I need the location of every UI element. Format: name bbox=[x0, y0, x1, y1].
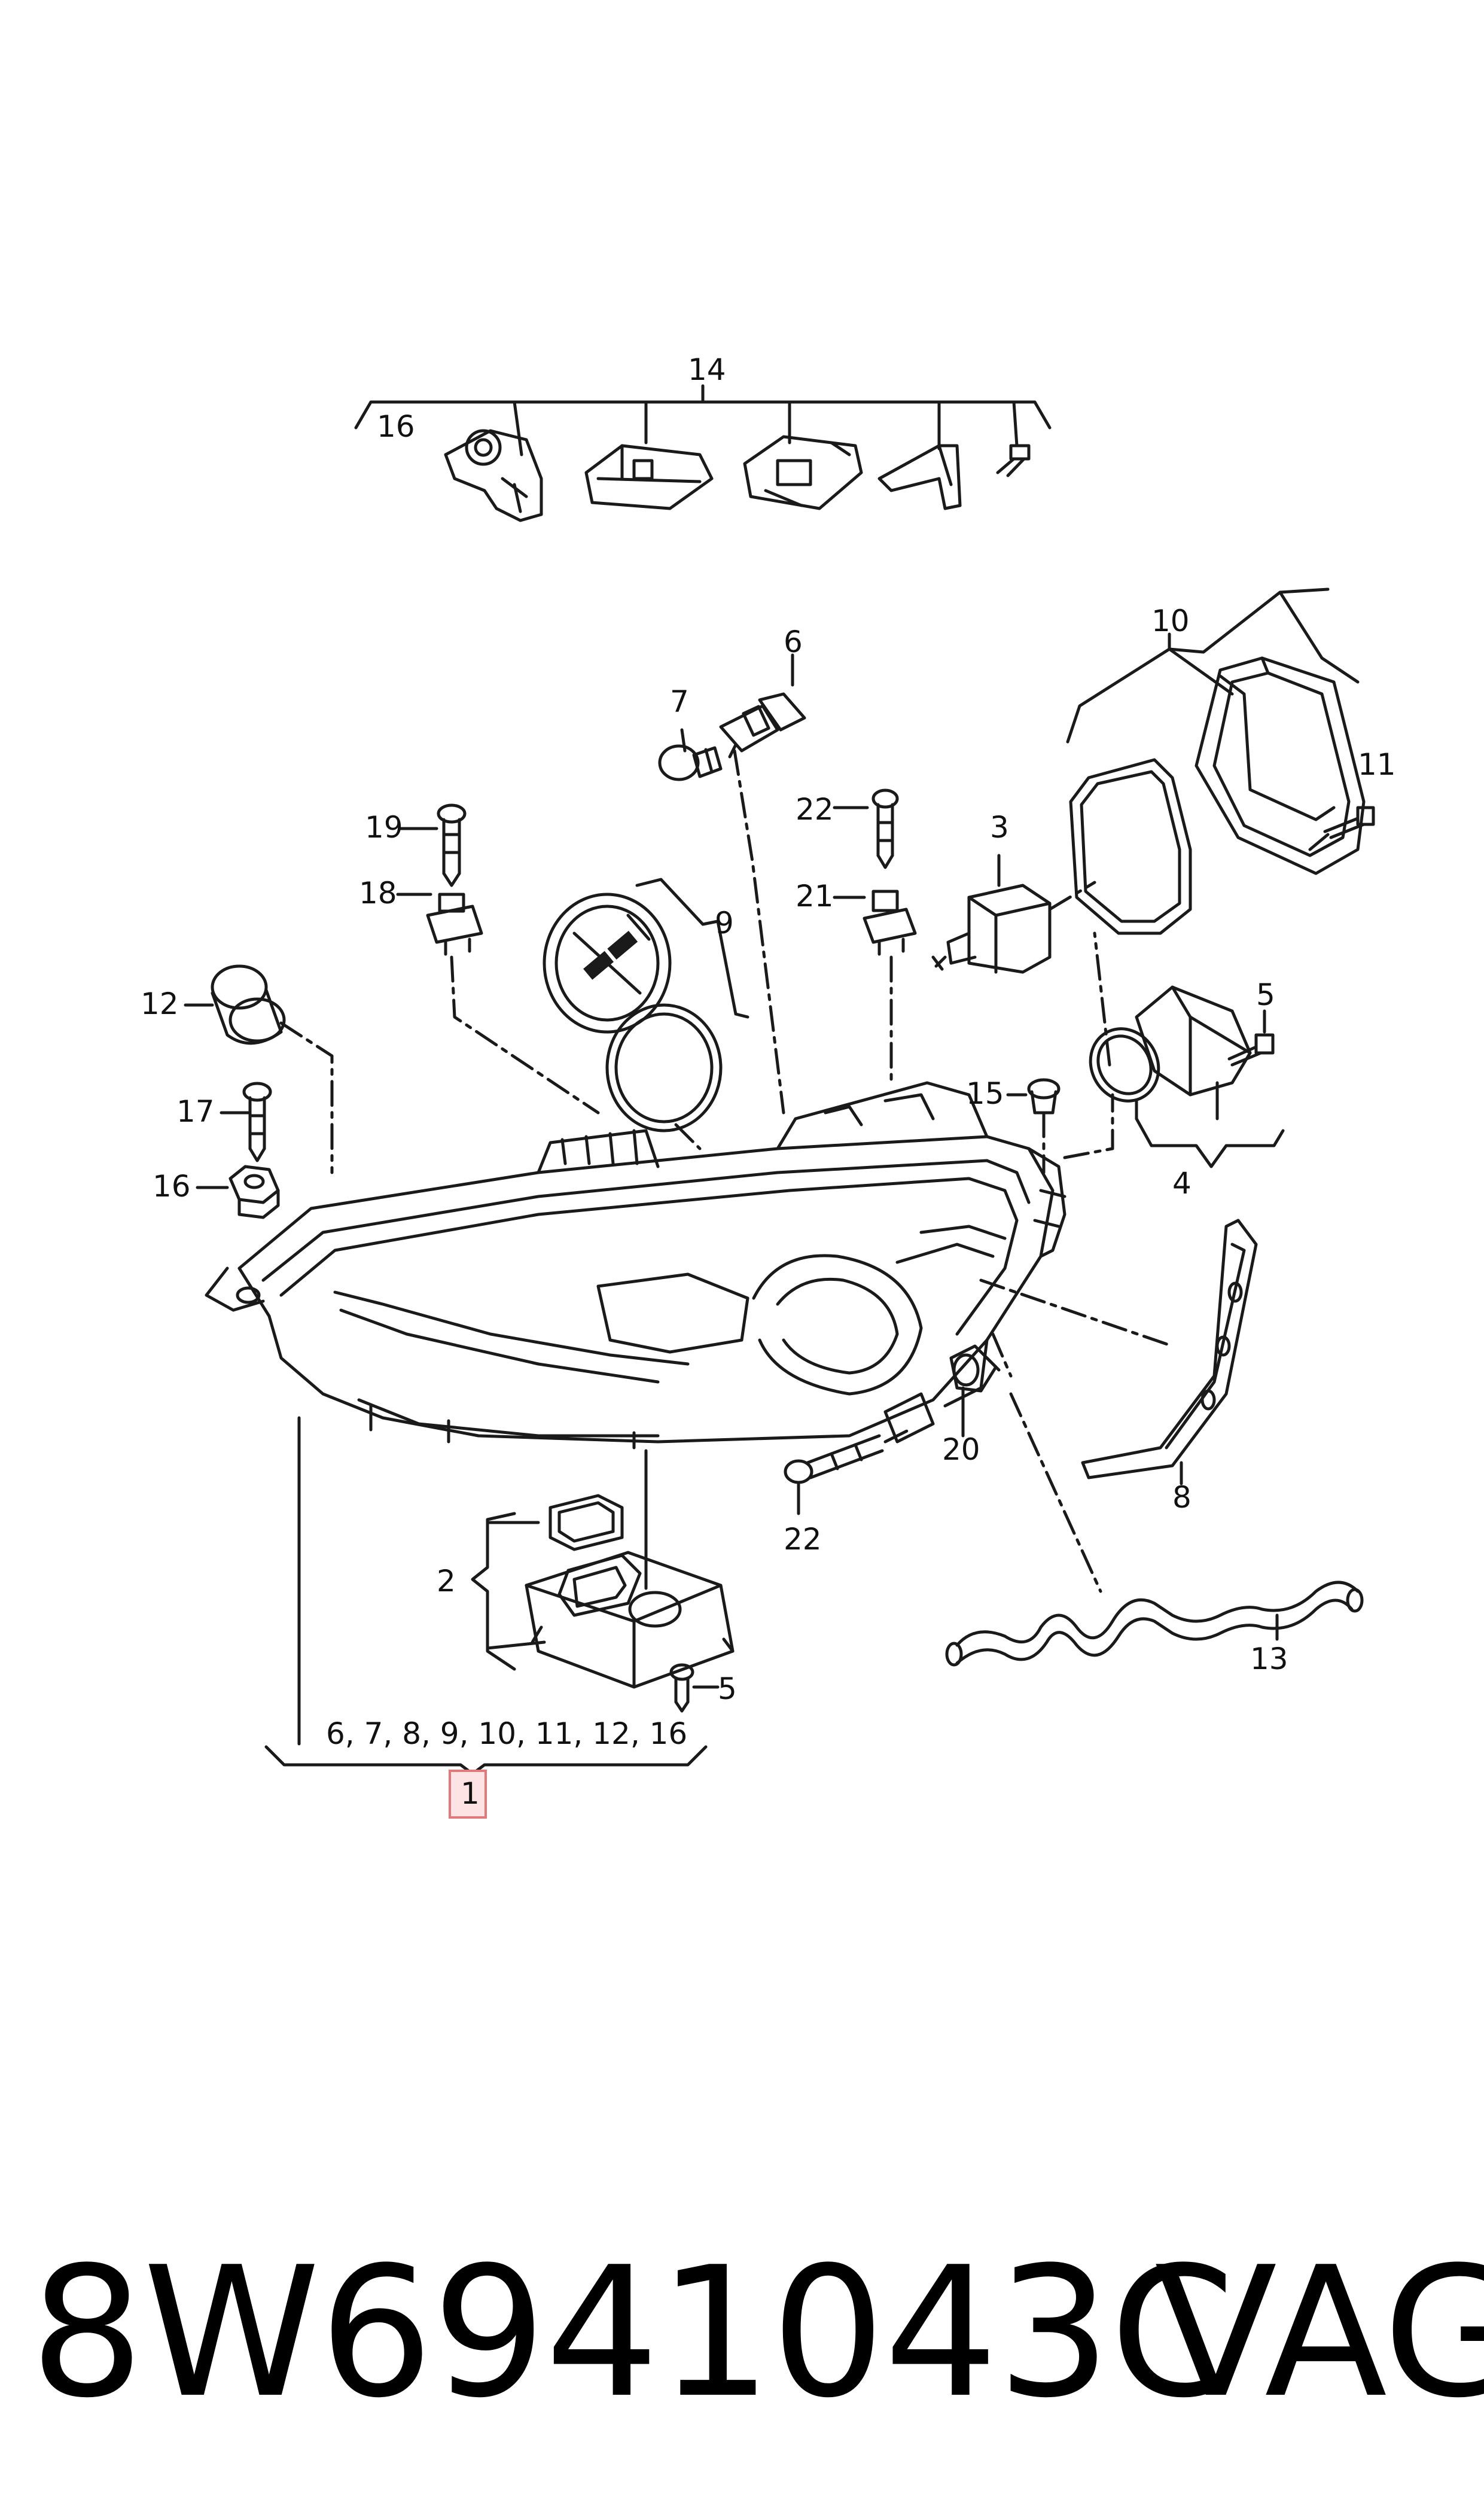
callout-16-left: 16 bbox=[153, 1169, 191, 1204]
callout-17: 17 bbox=[176, 1094, 215, 1129]
callout-12: 12 bbox=[141, 987, 179, 1021]
ballast-2 bbox=[525, 1449, 735, 1689]
bracket-group-10 bbox=[1066, 587, 1360, 744]
callout-13: 13 bbox=[1250, 1642, 1288, 1676]
callout-19: 19 bbox=[365, 810, 403, 845]
seal-9 bbox=[605, 1003, 723, 1132]
housing-10-box bbox=[1194, 656, 1366, 875]
callout-5-upper: 5 bbox=[1256, 978, 1275, 1012]
callout-2: 2 bbox=[437, 1564, 456, 1599]
clip-18 bbox=[396, 893, 483, 956]
screw-22-upper bbox=[833, 788, 899, 869]
callout-21: 21 bbox=[796, 879, 834, 914]
headlight-housing-1 bbox=[205, 1081, 1066, 1450]
svg-text:███ ███: ███ ███ bbox=[583, 930, 638, 980]
callout-18: 18 bbox=[359, 876, 397, 911]
bracket-part-a bbox=[444, 429, 543, 522]
module-4 bbox=[1089, 985, 1285, 1168]
bracket-group-14 bbox=[354, 384, 1052, 456]
callout-9: 9 bbox=[715, 906, 734, 940]
callout-15: 15 bbox=[966, 1076, 1004, 1111]
screw-11 bbox=[1308, 806, 1375, 851]
callout-22-lower: 22 bbox=[784, 1522, 822, 1557]
tube-13 bbox=[945, 1581, 1364, 1667]
bracket-part-b bbox=[584, 444, 714, 510]
footer-caption: 8W6941043C VAG bbox=[30, 2225, 1484, 2441]
callout-10: 10 bbox=[1151, 604, 1190, 638]
screw-small-14 bbox=[996, 444, 1031, 477]
gasket-10-frame bbox=[1069, 758, 1192, 935]
bracket-group-9 bbox=[635, 878, 749, 1019]
plug-15 bbox=[1006, 1078, 1061, 1174]
callout-8: 8 bbox=[1172, 1480, 1192, 1515]
exploded-parts-diagram: ███ ███ bbox=[141, 352, 1396, 1819]
bracket-part-c bbox=[743, 435, 863, 510]
bracket-part-d bbox=[877, 444, 962, 510]
callout-1-highlight bbox=[449, 1770, 487, 1819]
callout-labels: 14 16 10 11 6 7 22 3 19 18 21 9 12 5 15 … bbox=[141, 352, 1396, 1819]
callout-11: 11 bbox=[1358, 747, 1396, 782]
bulb-3 bbox=[931, 854, 1052, 974]
callout-4: 4 bbox=[1172, 1166, 1192, 1201]
screw-19 bbox=[399, 803, 467, 887]
screw-17 bbox=[220, 1082, 272, 1162]
callout-1: 1 bbox=[461, 1776, 480, 1811]
clip-21 bbox=[833, 890, 917, 956]
callout-14: 14 bbox=[688, 352, 726, 387]
callout-20: 20 bbox=[942, 1432, 980, 1467]
callout-5-lower: 5 bbox=[718, 1671, 737, 1706]
trim-8 bbox=[1081, 1219, 1258, 1485]
nut-16 bbox=[196, 1165, 280, 1219]
gasket-2 bbox=[548, 1494, 624, 1551]
clip-20 bbox=[949, 1344, 1001, 1438]
callout-6: 6 bbox=[784, 625, 803, 659]
cap-12 bbox=[184, 964, 286, 1045]
bulb-7 bbox=[658, 728, 723, 781]
callout-16-top: 16 bbox=[377, 409, 415, 444]
callout-22-upper: 22 bbox=[796, 792, 834, 827]
screw-22-lower bbox=[784, 1428, 911, 1515]
bulb-6 bbox=[719, 653, 806, 759]
part-number: 8W6941043C bbox=[30, 2228, 1235, 2437]
group-note-1: 6, 7, 8, 9, 10, 11, 12, 16 bbox=[326, 1716, 687, 1751]
callout-3: 3 bbox=[990, 810, 1009, 845]
screw-5-upper bbox=[1227, 1009, 1275, 1067]
brand-name: VAG bbox=[1154, 2228, 1484, 2437]
bracket-group-2 bbox=[471, 1512, 546, 1671]
callout-7: 7 bbox=[670, 684, 689, 719]
cover-9: ███ ███ bbox=[543, 893, 672, 1034]
screw-5-lower bbox=[669, 1663, 720, 1713]
